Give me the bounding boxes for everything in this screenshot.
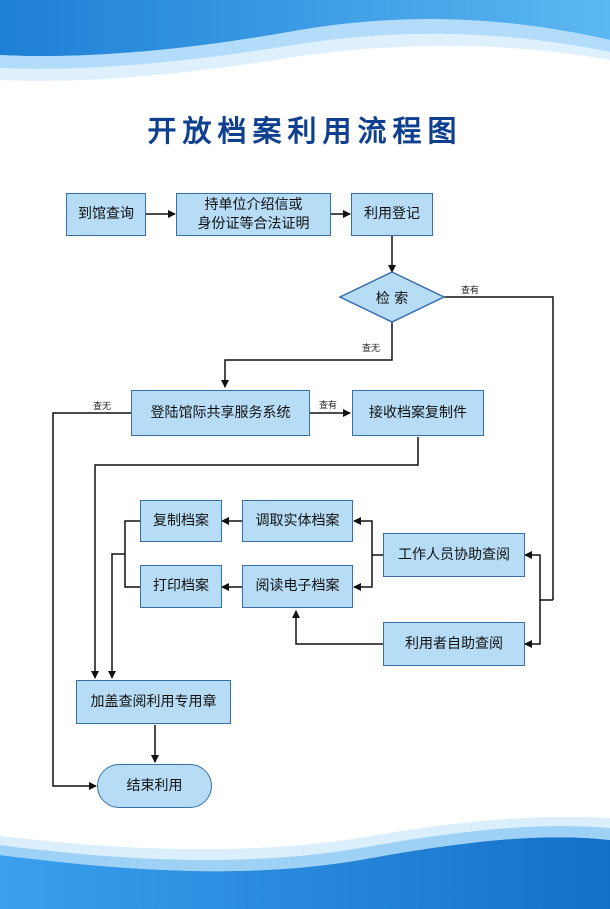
top-wave [0, 0, 610, 81]
edge-staff-to-read [353, 555, 373, 591]
identity-proof-line1: 持单位介绍信或 [204, 196, 303, 213]
bottom-wave [0, 816, 610, 909]
edge-found-to-self [524, 600, 541, 648]
node-identity-proof: 持单位介绍信或 身份证等合法证明 [176, 193, 331, 236]
edge-copy-print-merge [124, 520, 140, 588]
node-end: 结束利用 [97, 764, 212, 808]
edge-receive-to-stamp [91, 437, 419, 679]
node-retrieve-physical: 调取实体档案 [242, 500, 353, 542]
label-system-found: 查有 [319, 401, 338, 411]
label-system-not-found: 查无 [93, 402, 112, 412]
edge-search-not-found [221, 322, 393, 388]
node-search-label: 检 索 [375, 291, 409, 307]
node-arrive-query: 到馆查询 [66, 193, 146, 236]
node-print-archive: 打印档案 [140, 565, 222, 608]
page-title: 开放档案利用流程图 [147, 114, 463, 148]
edge-self-to-read [292, 610, 383, 645]
node-read-electronic: 阅读电子档案 [242, 565, 353, 608]
edge-staff-to-retrieve [353, 517, 383, 556]
node-register: 利用登记 [351, 193, 433, 236]
edge-system-not-found [52, 412, 131, 790]
label-search-found: 查有 [461, 286, 480, 296]
node-copy-archive: 复制档案 [140, 500, 222, 542]
label-search-not-found: 查无 [362, 344, 381, 354]
edge-found-to-staff [524, 551, 553, 601]
edge-merge-to-stamp [108, 553, 125, 679]
node-self-service: 利用者自助查阅 [383, 622, 525, 666]
identity-proof-line2: 身份证等合法证明 [197, 215, 310, 232]
search-diamond [338, 271, 446, 323]
node-login-system: 登陆馆际共享服务系统 [131, 390, 310, 436]
node-receive-copy: 接收档案复制件 [352, 390, 484, 436]
node-staff-assist: 工作人员协助查阅 [383, 533, 525, 577]
node-stamp: 加盖查阅利用专用章 [76, 680, 231, 724]
edge-search-found [444, 296, 554, 600]
